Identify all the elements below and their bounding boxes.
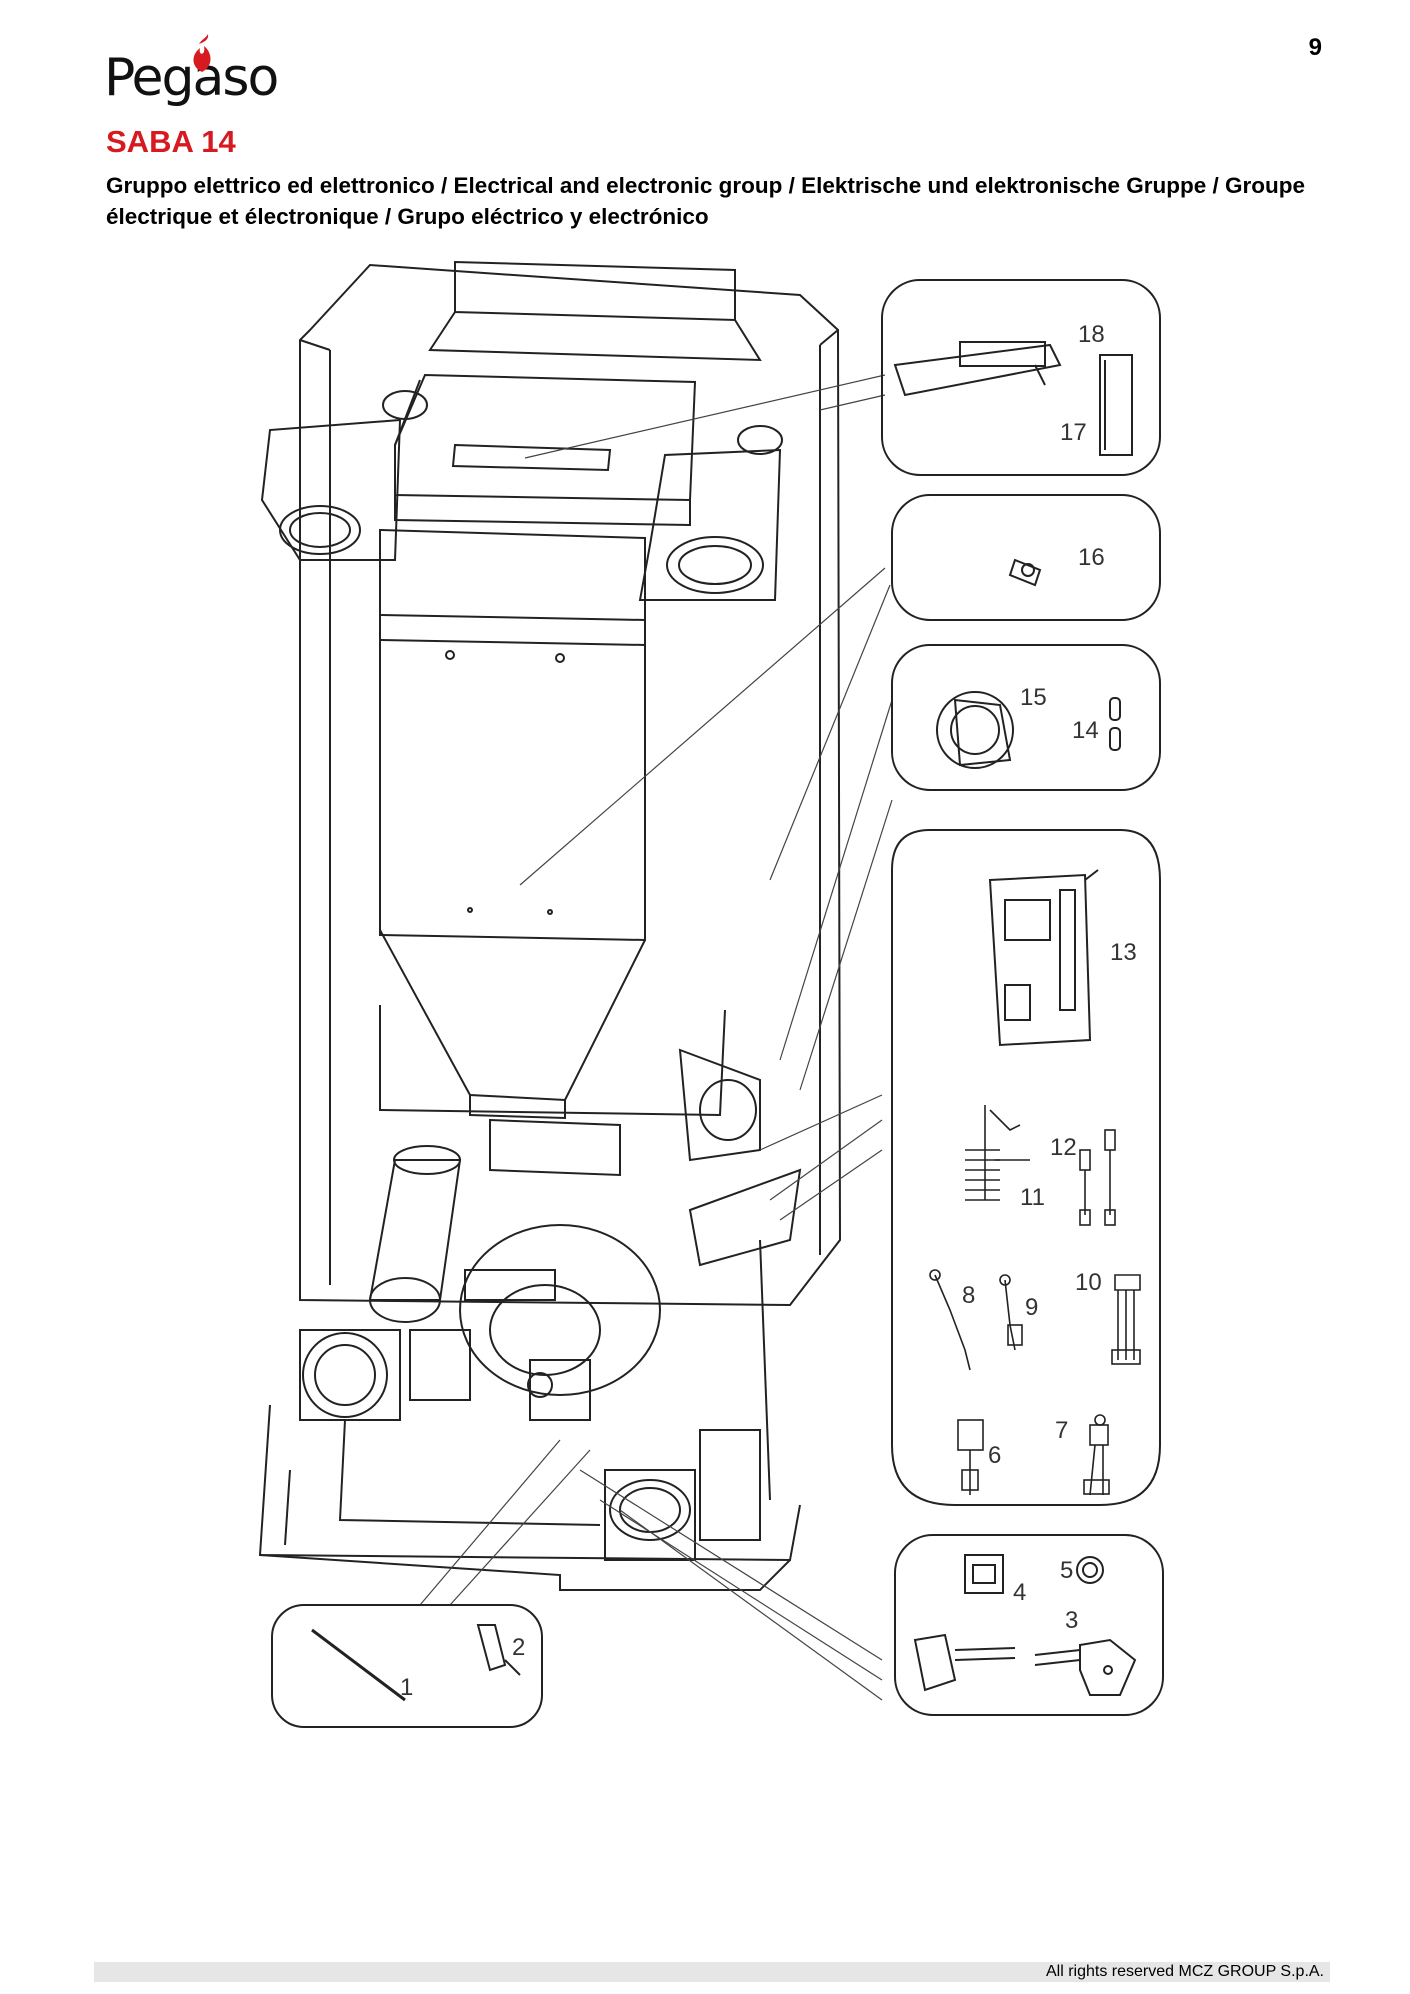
part-box-electronic-board bbox=[891, 829, 1161, 1506]
part-number-15: 15 bbox=[1020, 684, 1047, 711]
footer-bar bbox=[94, 1962, 1330, 1982]
part-number-1: 1 bbox=[400, 1674, 413, 1701]
part-number-4: 4 bbox=[1013, 1579, 1026, 1606]
part-number-3: 3 bbox=[1065, 1607, 1078, 1634]
part-box-probe bbox=[271, 1604, 543, 1728]
part-number-17: 17 bbox=[1060, 419, 1087, 446]
page-subtitle: Gruppo elettrico ed elettronico / Electr… bbox=[106, 173, 1306, 229]
part-number-11: 11 bbox=[1020, 1184, 1045, 1211]
part-number-14: 14 bbox=[1072, 717, 1099, 744]
part-number-8: 8 bbox=[962, 1282, 975, 1309]
leader-lines bbox=[419, 374, 893, 1701]
part-number-2: 2 bbox=[512, 1634, 525, 1661]
part-box-power bbox=[894, 1534, 1164, 1716]
part-number-labels: 18 17 16 15 14 13 12 11 10 9 8 7 6 5 4 3… bbox=[400, 321, 1137, 1701]
part-number-12: 12 bbox=[1050, 1134, 1077, 1161]
part-box-control-panel bbox=[881, 279, 1161, 476]
part-number-13: 13 bbox=[1110, 939, 1137, 966]
part-cables-6-7 bbox=[957, 1414, 1110, 1496]
page-number: 9 bbox=[1308, 34, 1322, 61]
page-title: SABA 14 bbox=[106, 124, 236, 159]
brand-name: Pegaso bbox=[104, 48, 279, 108]
part-number-16: 16 bbox=[1078, 544, 1105, 571]
part-number-10: 10 bbox=[1075, 1269, 1102, 1296]
part-box-motor bbox=[891, 644, 1161, 791]
part-wiring-harness bbox=[965, 1105, 1116, 1226]
flame-icon bbox=[193, 34, 211, 72]
part-number-6: 6 bbox=[988, 1442, 1001, 1469]
stove-body bbox=[258, 260, 842, 1591]
part-number-5: 5 bbox=[1060, 1557, 1073, 1584]
part-number-9: 9 bbox=[1025, 1294, 1038, 1321]
part-number-18: 18 bbox=[1078, 321, 1105, 348]
part-number-7: 7 bbox=[1055, 1417, 1068, 1444]
footer-copyright: All rights reserved MCZ GROUP S.p.A. bbox=[1046, 1963, 1324, 1980]
pegaso-logo: Pegaso bbox=[104, 34, 294, 116]
part-box-sensor bbox=[891, 494, 1161, 621]
part-cables-8-9-10 bbox=[929, 1269, 1141, 1371]
